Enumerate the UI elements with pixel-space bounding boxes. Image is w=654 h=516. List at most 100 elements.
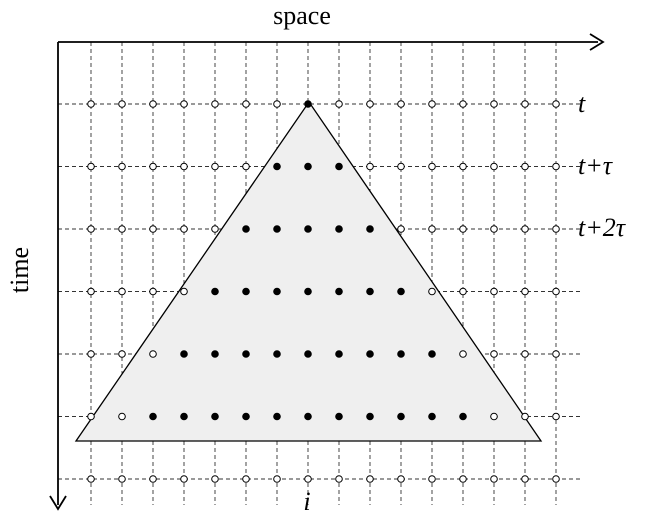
index-label: i xyxy=(303,487,310,516)
empty-node xyxy=(87,225,95,233)
filled-node xyxy=(459,412,467,421)
filled-node xyxy=(304,412,312,421)
empty-node xyxy=(459,162,467,171)
dependency-triangle xyxy=(74,100,543,442)
row-label-t: t xyxy=(578,89,586,118)
empty-node xyxy=(180,475,188,483)
empty-node xyxy=(490,350,498,358)
filled-node xyxy=(366,412,374,421)
empty-node xyxy=(428,225,436,233)
empty-node xyxy=(87,475,95,483)
empty-node xyxy=(180,100,188,108)
empty-node xyxy=(149,475,157,483)
filled-node xyxy=(397,412,405,421)
filled-node xyxy=(273,350,281,358)
filled-node xyxy=(397,287,405,296)
empty-node xyxy=(211,475,219,483)
empty-node xyxy=(521,287,529,296)
empty-node xyxy=(490,475,498,483)
empty-node xyxy=(211,100,219,108)
filled-node xyxy=(304,287,312,296)
filled-node xyxy=(428,412,436,421)
empty-node xyxy=(211,162,219,171)
empty-node xyxy=(459,350,467,358)
filled-node xyxy=(273,162,281,171)
filled-node xyxy=(211,287,219,296)
empty-node xyxy=(242,100,250,108)
filled-node xyxy=(428,350,436,358)
empty-node xyxy=(180,162,188,171)
empty-node xyxy=(87,100,95,108)
empty-node xyxy=(552,100,560,108)
filled-node xyxy=(242,287,250,296)
filled-node xyxy=(304,162,312,171)
filled-node xyxy=(273,412,281,421)
empty-node xyxy=(459,287,467,296)
empty-node xyxy=(149,162,157,171)
empty-node xyxy=(118,350,126,358)
empty-node xyxy=(149,350,157,358)
space-axis-label: space xyxy=(273,1,331,30)
empty-node xyxy=(118,475,126,483)
empty-node xyxy=(366,100,374,108)
empty-node xyxy=(521,475,529,483)
filled-node xyxy=(211,412,219,421)
empty-node xyxy=(335,100,343,108)
empty-node xyxy=(397,225,405,233)
filled-node xyxy=(304,100,312,108)
empty-node xyxy=(552,350,560,358)
filled-node xyxy=(180,350,188,358)
empty-node xyxy=(118,412,126,421)
filled-node xyxy=(366,225,374,233)
empty-node xyxy=(366,475,374,483)
empty-node xyxy=(87,287,95,296)
empty-node xyxy=(118,100,126,108)
empty-node xyxy=(459,225,467,233)
empty-node xyxy=(490,225,498,233)
row-label-t-plus-2tau: t+2τ xyxy=(578,213,627,242)
empty-node xyxy=(521,162,529,171)
empty-node xyxy=(149,100,157,108)
filled-node xyxy=(335,225,343,233)
empty-node xyxy=(397,475,405,483)
empty-node xyxy=(521,100,529,108)
empty-node xyxy=(87,162,95,171)
empty-node xyxy=(397,162,405,171)
filled-node xyxy=(211,350,219,358)
filled-node xyxy=(366,287,374,296)
filled-node xyxy=(149,412,157,421)
empty-node xyxy=(366,162,374,171)
empty-node xyxy=(149,225,157,233)
empty-node xyxy=(242,162,250,171)
empty-node xyxy=(118,225,126,233)
space-axis-arrowhead xyxy=(589,33,605,51)
empty-node xyxy=(552,475,560,483)
filled-node xyxy=(335,412,343,421)
lattice-nodes xyxy=(87,100,560,483)
filled-node xyxy=(180,412,188,421)
empty-node xyxy=(149,287,157,296)
filled-node xyxy=(273,225,281,233)
empty-node xyxy=(552,287,560,296)
empty-node xyxy=(552,225,560,233)
empty-node xyxy=(304,475,312,483)
empty-node xyxy=(490,162,498,171)
empty-node xyxy=(428,162,436,171)
empty-node xyxy=(552,412,560,421)
row-label-t-plus-tau: t+τ xyxy=(578,151,614,180)
empty-node xyxy=(87,350,95,358)
empty-node xyxy=(180,287,188,296)
empty-node xyxy=(490,287,498,296)
empty-node xyxy=(180,225,188,233)
filled-node xyxy=(304,350,312,358)
empty-node xyxy=(459,475,467,483)
empty-node xyxy=(490,412,498,421)
empty-node xyxy=(428,475,436,483)
empty-node xyxy=(521,350,529,358)
empty-node xyxy=(118,162,126,171)
empty-node xyxy=(490,100,498,108)
empty-node xyxy=(459,100,467,108)
filled-node xyxy=(335,350,343,358)
time-axis-arrowhead xyxy=(49,495,67,511)
